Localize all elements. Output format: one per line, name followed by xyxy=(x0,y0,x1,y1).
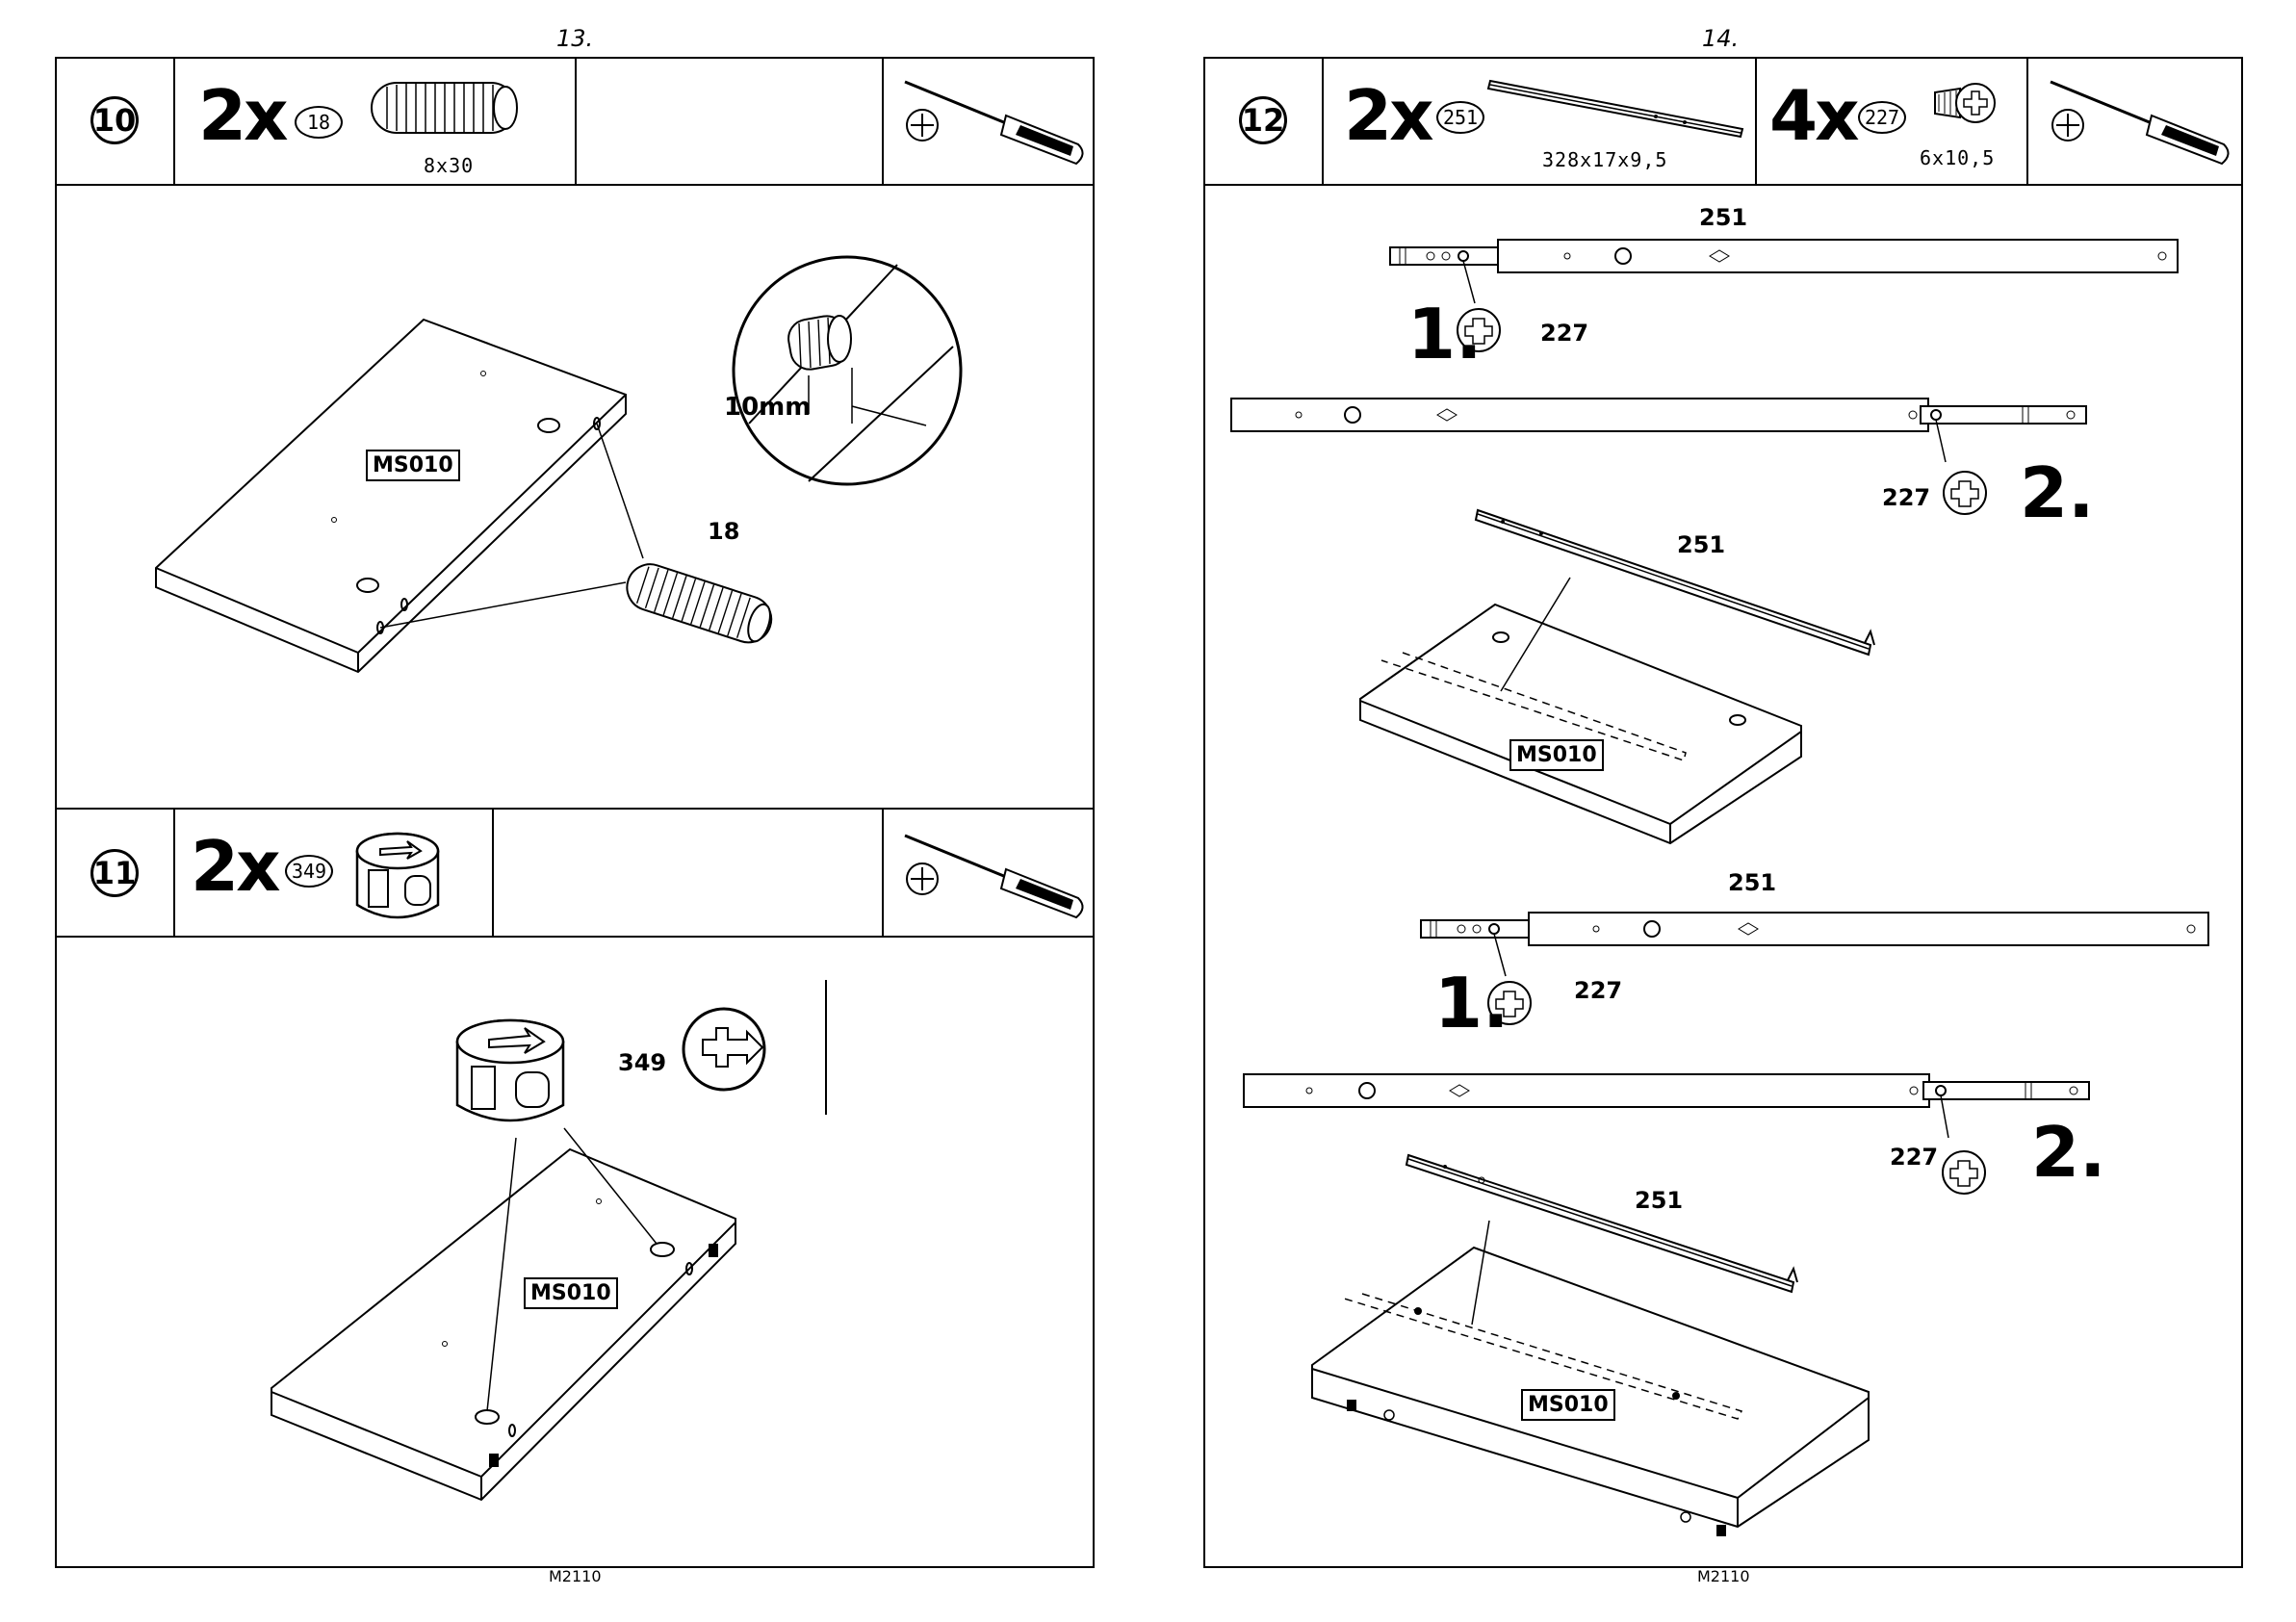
quantity: 4x xyxy=(1769,75,1857,156)
panel-rail-illustration xyxy=(1353,501,1892,857)
panel-rail-illustration xyxy=(1304,1146,1882,1569)
quantity: 2x xyxy=(198,75,286,156)
panel-cam-illustration xyxy=(260,972,838,1511)
sequence-2: 2. xyxy=(2020,452,2094,533)
part-badge: 18 xyxy=(295,106,343,139)
rail-label: 251 xyxy=(1699,204,1747,231)
screw-icon xyxy=(1925,75,2002,133)
step-number: 10 xyxy=(90,96,139,144)
step-number: 11 xyxy=(90,849,139,897)
document-code: M2110 xyxy=(549,1567,602,1585)
part-dimension: 328x17x9,5 xyxy=(1542,148,1667,171)
rail-label: 251 xyxy=(1728,869,1776,896)
part-dimension: 8x30 xyxy=(424,154,474,177)
quantity: 2x xyxy=(191,826,278,907)
panel-label: MS010 xyxy=(1509,739,1604,771)
quantity: 2x xyxy=(1344,75,1432,156)
screwdriver-icon xyxy=(895,72,1088,168)
sequence-2: 2. xyxy=(2031,1112,2105,1193)
page-number: 13. xyxy=(556,25,593,52)
panel-label: MS010 xyxy=(366,450,460,481)
part-badge: 349 xyxy=(285,855,333,888)
rail-illustration xyxy=(1386,236,2195,380)
screwdriver-icon xyxy=(2041,72,2233,168)
screw-label: 227 xyxy=(1890,1144,1938,1171)
zoom-measure: 10mm xyxy=(724,393,811,422)
sequence-1: 1. xyxy=(1434,963,1509,1043)
panel-label: MS010 xyxy=(1521,1389,1615,1421)
screwdriver-icon xyxy=(895,826,1088,922)
part-badge: 227 xyxy=(1858,101,1906,134)
panel-dowel-illustration xyxy=(144,250,1011,693)
wooden-dowel-icon xyxy=(366,77,539,144)
panel-label: MS010 xyxy=(524,1277,618,1309)
part-badge: 251 xyxy=(1436,101,1484,134)
callout-part-number: 349 xyxy=(618,1049,666,1076)
screw-label: 227 xyxy=(1540,320,1588,347)
cam-lock-icon xyxy=(351,830,448,932)
rail-illustration xyxy=(1417,909,2226,1053)
sequence-1: 1. xyxy=(1407,294,1482,374)
part-dimension: 6x10,5 xyxy=(1920,146,1995,169)
rail-icon xyxy=(1483,75,1752,142)
step-number: 12 xyxy=(1239,96,1287,144)
page-number: 14. xyxy=(1702,25,1739,52)
document-code: M2110 xyxy=(1697,1567,1750,1585)
callout-part-number: 18 xyxy=(708,518,739,545)
screw-label: 227 xyxy=(1574,977,1622,1004)
